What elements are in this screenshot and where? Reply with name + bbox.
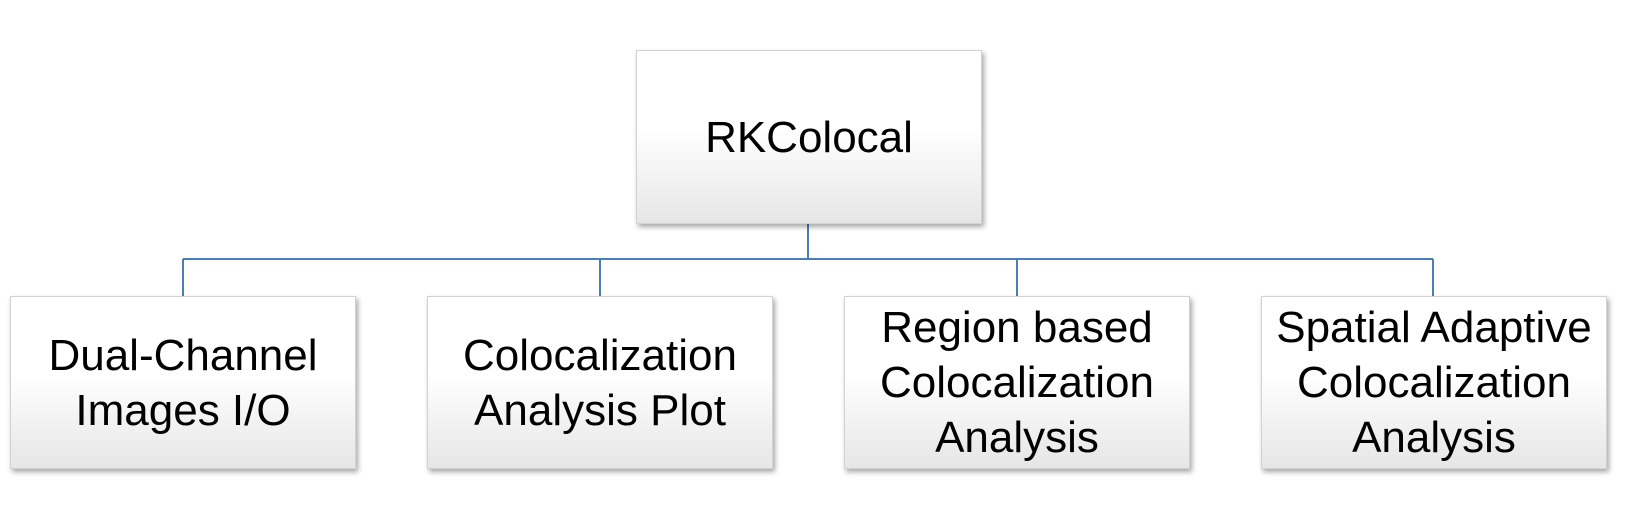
child-node-dual-channel-images-io: Dual-Channel Images I/O: [10, 296, 356, 469]
root-node-rkcolocal: RKColocal: [636, 50, 982, 224]
child-node-spatial-adaptive-colocalization-analysis: Spatial Adaptive Colocalization Analysis: [1261, 296, 1607, 469]
child-node-colocalization-analysis-plot: Colocalization Analysis Plot: [427, 296, 773, 469]
child-node-region-based-colocalization-analysis: Region based Colocalization Analysis: [844, 296, 1190, 469]
